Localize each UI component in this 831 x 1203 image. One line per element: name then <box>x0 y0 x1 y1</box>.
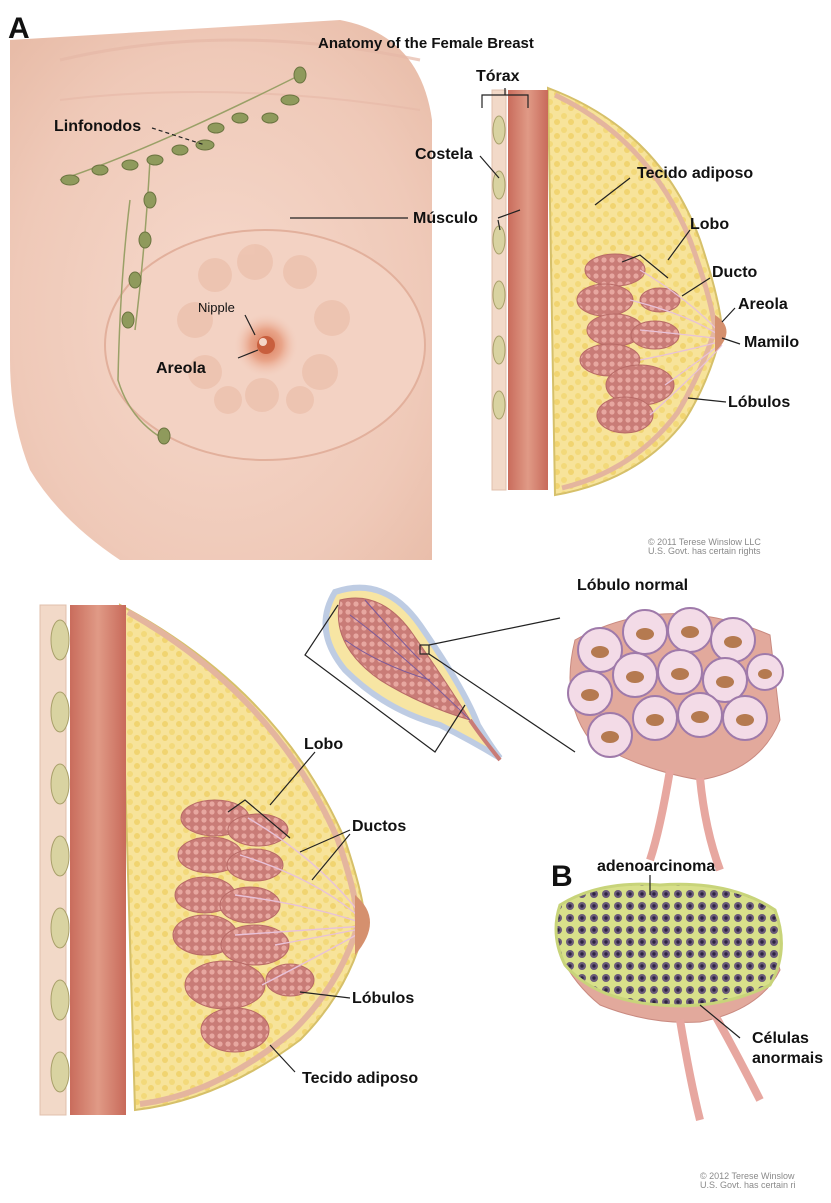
label-lobulos-bottom: Lóbulos <box>352 990 414 1008</box>
label-mamilo: Mamilo <box>744 334 799 352</box>
label-lobo-bottom: Lobo <box>304 736 343 754</box>
figure-title: Anatomy of the Female Breast <box>318 36 534 53</box>
side-view-bottom-illustration <box>40 605 370 1115</box>
label-lobo-top: Lobo <box>690 216 729 234</box>
credit-bottom-line2: U.S. Govt. has certain ri <box>700 1181 796 1190</box>
label-anormais: anormais <box>752 1050 823 1068</box>
label-areola-side: Areola <box>738 296 788 314</box>
normal-lobule-illustration <box>568 608 783 870</box>
label-ductos: Ductos <box>352 818 406 836</box>
label-tecido-adiposo-bottom: Tecido adiposo <box>302 1070 418 1088</box>
label-adenocarcinoma: adenoarcinoma <box>597 858 715 876</box>
panel-letter-b: B <box>551 860 573 893</box>
label-celulas: Células <box>752 1030 809 1048</box>
credit-bottom: © 2012 Terese Winslow U.S. Govt. has cer… <box>700 1172 796 1191</box>
label-torax: Tórax <box>476 68 520 86</box>
label-nipple: Nipple <box>198 301 235 315</box>
label-lobulo-normal: Lóbulo normal <box>577 577 688 595</box>
label-costela: Costela <box>415 146 473 164</box>
label-musculo: Músculo <box>413 210 478 228</box>
adenocarcinoma-illustration <box>556 875 781 1120</box>
label-tecido-adiposo-top: Tecido adiposo <box>637 165 753 183</box>
credit-top-line2: U.S. Govt. has certain rights <box>648 547 761 556</box>
panel-letter-a: A <box>8 12 30 45</box>
credit-top: © 2011 Terese Winslow LLC U.S. Govt. has… <box>648 538 761 557</box>
front-view-illustration <box>10 20 432 560</box>
label-ducto: Ducto <box>712 264 757 282</box>
label-areola-front: Areola <box>156 360 206 378</box>
side-view-top-illustration <box>480 88 740 495</box>
label-lobulos-top: Lóbulos <box>728 394 790 412</box>
lobe-detail-illustration <box>305 588 575 760</box>
label-linfonodos: Linfonodos <box>54 118 141 136</box>
